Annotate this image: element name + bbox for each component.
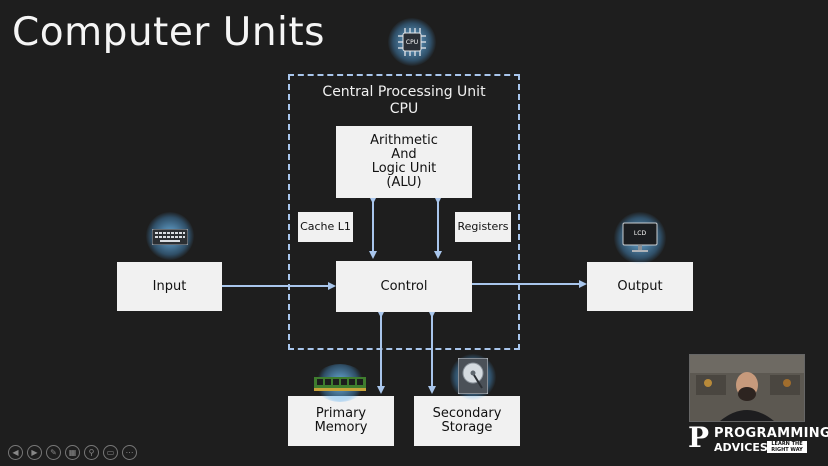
cache-l1-box: Cache L1 [298,212,353,242]
previous-slide-button[interactable]: ◀ [8,445,23,460]
alu-line: (ALU) [386,175,422,190]
brand-p-mark: P [688,421,710,454]
secondary-line: Secondary [432,406,502,421]
slides-grid-button[interactable]: ▦ [65,445,80,460]
cpu-boundary [288,74,520,350]
output-box: Output [587,262,693,311]
input-box: Input [117,262,222,311]
slide-title: Computer Units [12,10,325,55]
output-label: Output [617,278,663,294]
more-options-button[interactable]: ⋯ [122,445,137,460]
secondary-storage-box: Secondary Storage [414,396,520,446]
cache-l1-label: Cache L1 [300,220,351,233]
primary-memory-box: Primary Memory [288,396,394,446]
alu-line: Arithmetic [370,133,438,148]
registers-box: Registers [455,212,511,242]
alu-box: Arithmetic And Logic Unit (ALU) [336,126,472,198]
cpu-chip-icon: CPU [396,26,428,58]
ram-icon [314,376,366,391]
monitor-text: LCD [633,230,647,237]
zoom-button[interactable]: ⚲ [84,445,99,460]
brand-tagline: LEARN THE RIGHT WAY [767,441,807,453]
alu-line: And [391,147,417,162]
primary-line: Memory [314,420,368,435]
monitor-icon: LCD [622,222,658,254]
presenter-webcam [689,354,805,422]
cpu-title: Central Processing Unit [322,84,486,100]
secondary-line: Storage [441,420,493,435]
hard-disk-icon [457,357,489,395]
control-label: Control [380,278,428,294]
cpu-chip-text: CPU [405,39,419,46]
next-slide-button[interactable]: ▶ [27,445,42,460]
presentation-toolbar: ◀ ▶ ✎ ▦ ⚲ ▭ ⋯ [8,445,137,460]
pen-tool-button[interactable]: ✎ [46,445,61,460]
brand-line1: PROGRAMMING [714,426,828,441]
registers-label: Registers [457,220,509,233]
input-label: Input [152,278,187,294]
cpu-title-block: Central Processing Unit CPU [290,84,518,118]
keyboard-icon [151,228,189,246]
primary-line: Primary [315,406,367,421]
programming-advices-logo: P PROGRAMMING ADVICES LEARN THE RIGHT WA… [688,421,828,462]
subtitles-button[interactable]: ▭ [103,445,118,460]
alu-line: Logic Unit [371,161,437,176]
brand-line2: ADVICES [714,441,768,454]
control-box: Control [336,261,472,312]
cpu-subtitle: CPU [389,101,419,117]
